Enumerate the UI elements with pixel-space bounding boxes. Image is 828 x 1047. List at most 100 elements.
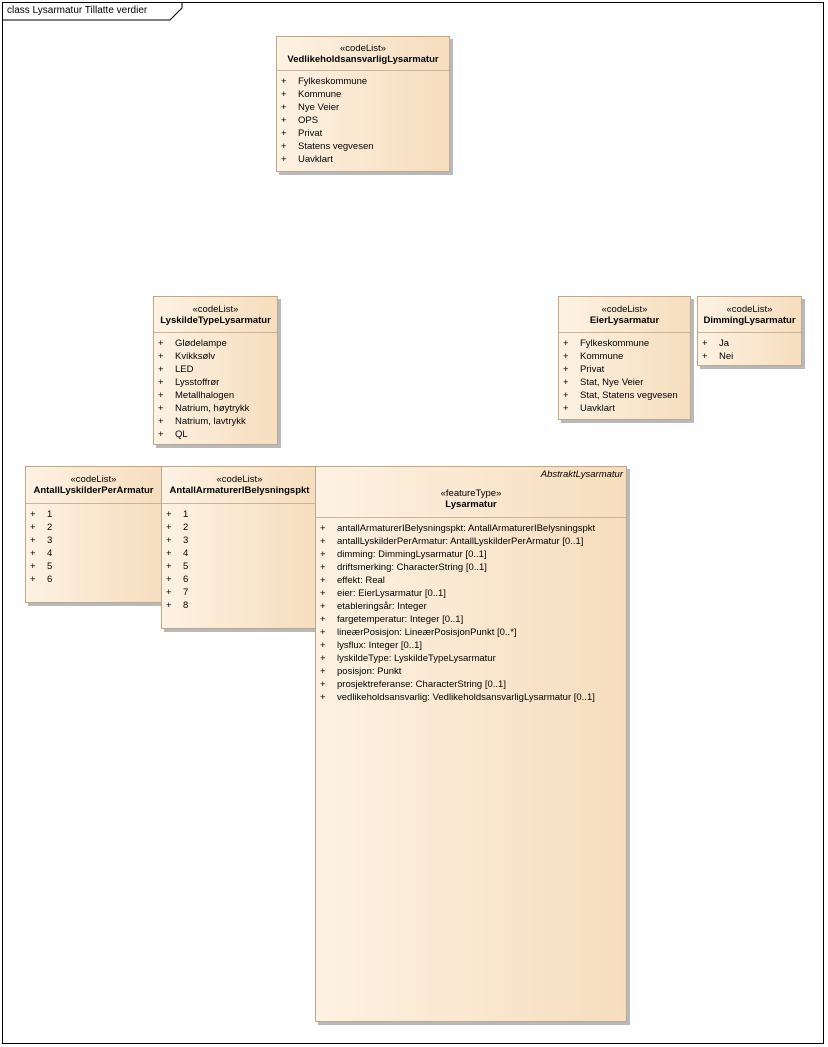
attribute-row: +Uavklart [559, 402, 690, 415]
attribute-row: +4 [26, 547, 161, 560]
class-name: AntallLyskilderPerArmatur [33, 485, 154, 496]
visibility-marker: + [320, 536, 326, 547]
attribute-text: etableringsår: Integer [337, 601, 427, 612]
attribute-row: +Glødelampe [154, 337, 277, 350]
value-list: +Ja+Nei [698, 333, 801, 363]
visibility-marker: + [320, 575, 326, 586]
attribute-row: +4 [162, 547, 317, 560]
visibility-marker: + [702, 351, 708, 362]
stereotype-label: «featureType» [440, 488, 502, 499]
class-header: AbstraktLysarmatur «featureType» Lysarma… [316, 467, 626, 518]
attribute-text: OPS [298, 115, 319, 126]
class-lysarmatur[interactable]: AbstraktLysarmatur «featureType» Lysarma… [315, 466, 627, 1022]
visibility-marker: + [320, 614, 326, 625]
attribute-text: 2 [47, 522, 53, 533]
attribute-text: eier: EierLysarmatur [0..1] [337, 588, 446, 599]
attribute-row: +5 [162, 560, 317, 573]
attribute-row: +Uavklart [277, 153, 449, 166]
value-list: +Fylkeskommune+Kommune+Nye Veier+OPS+Pri… [277, 71, 449, 166]
class-header: «codeList» AntallLyskilderPerArmatur [26, 467, 161, 504]
visibility-marker: + [281, 76, 287, 87]
visibility-marker: + [158, 403, 164, 414]
attribute-row: + Stat, Nye Veier [559, 376, 690, 389]
visibility-marker: + [166, 535, 172, 546]
value-list: +Fylkeskommune+Kommune+Privat+Stat, Nye … [559, 333, 690, 415]
attribute-row: +driftsmerking: CharacterString [0..1] [316, 561, 626, 574]
visibility-marker: + [281, 89, 287, 100]
attribute-text: Stat, Nye Veier [580, 377, 644, 388]
attribute-text: 3 [47, 535, 53, 546]
stereotype-label: «codeList» [70, 474, 117, 485]
attribute-row: +Statens vegvesen [277, 140, 449, 153]
attribute-row: +Ja [698, 337, 801, 350]
attribute-text: Kommune [580, 351, 624, 362]
attribute-text: 4 [183, 548, 189, 559]
stereotype-label: «codeList» [192, 304, 239, 315]
attribute-row: +Privat [559, 363, 690, 376]
attribute-text: Uavklart [580, 403, 615, 414]
attribute-text: 4 [47, 548, 53, 559]
class-antall-lyskilder-per-armatur[interactable]: «codeList» AntallLyskilderPerArmatur +1+… [25, 466, 162, 603]
generalization-label: AbstraktLysarmatur [540, 469, 623, 480]
attribute-row: +6 [26, 573, 161, 586]
attribute-row: +dimming: DimmingLysarmatur [0..1] [316, 548, 626, 561]
attribute-row: +3 [162, 534, 317, 547]
class-eier-lysarmatur[interactable]: «codeList» EierLysarmatur +Fylkeskommune… [558, 296, 691, 420]
attribute-text: 5 [47, 561, 53, 572]
attribute-text: 1 [47, 509, 53, 520]
attribute-text: Metallhalogen [175, 390, 235, 401]
attribute-row: +2 [26, 521, 161, 534]
visibility-marker: + [166, 587, 172, 598]
class-name: DimmingLysarmatur [703, 315, 796, 326]
attribute-row: +Natrium, høytrykk [154, 402, 277, 415]
attribute-text: prosjektreferanse: CharacterString [0..1… [337, 679, 506, 690]
attribute-row: + Fylkeskommune [277, 75, 449, 88]
stereotype-label: «codeList» [726, 304, 773, 315]
attribute-text: 5 [183, 561, 189, 572]
visibility-marker: + [563, 390, 569, 401]
value-list: +Glødelampe+Kvikksølv+LED+Lysstoffrør+Me… [154, 333, 277, 441]
class-antall-armaturer-i-belysningspkt[interactable]: «codeList» AntallArmaturerIBelysningspkt… [161, 466, 318, 629]
attribute-row: +Stat, Statens vegvesen [559, 389, 690, 402]
attribute-text: Lysstoffrør [175, 377, 220, 388]
value-list: +1+2+3+4+5+6+7+8 [162, 504, 317, 612]
class-name: EierLysarmatur [589, 315, 660, 326]
attribute-row: + prosjektreferanse: CharacterString [0..… [316, 678, 626, 691]
visibility-marker: + [281, 154, 287, 165]
visibility-marker: + [281, 141, 287, 152]
class-vedlikeholdsansvarlig-lysarmatur[interactable]: «codeList» VedlikeholdsansvarligLysarmat… [276, 36, 450, 172]
attribute-row: +lyskildeType: LyskildeTypeLysarmatur [316, 652, 626, 665]
stereotype-label: «codeList» [216, 474, 263, 485]
visibility-marker: + [158, 429, 164, 440]
visibility-marker: + [563, 351, 569, 362]
attribute-text: 2 [183, 522, 189, 533]
visibility-marker: + [563, 364, 569, 375]
attribute-row: +5 [26, 560, 161, 573]
attribute-text: 7 [183, 587, 189, 598]
visibility-marker: + [158, 351, 164, 362]
attribute-text: lyskildeType: LyskildeTypeLysarmatur [337, 653, 496, 664]
attribute-row: +fargetemperatur: Integer [0..1] [316, 613, 626, 626]
visibility-marker: + [320, 679, 326, 690]
class-header: «codeList» VedlikeholdsansvarligLysarmat… [277, 37, 449, 71]
class-dimming-lysarmatur[interactable]: «codeList» DimmingLysarmatur +Ja+Nei [697, 296, 802, 366]
visibility-marker: + [158, 416, 164, 427]
class-lyskildetype-lysarmatur[interactable]: «codeList» LyskildeTypeLysarmatur +Gløde… [153, 296, 278, 445]
attribute-row: +8 [162, 599, 317, 612]
attribute-row: +antallLyskilderPerArmatur: AntallLyskil… [316, 535, 626, 548]
visibility-marker: + [166, 548, 172, 559]
attribute-row: +OPS [277, 114, 449, 127]
attribute-text: 6 [183, 574, 189, 585]
attribute-text: Fylkeskommune [298, 76, 368, 87]
attribute-text: posisjon: Punkt [337, 666, 402, 677]
visibility-marker: + [30, 509, 36, 520]
attribute-text: lysflux: Integer [0..1] [337, 640, 423, 651]
frame-title: class Lysarmatur Tillatte verdier [7, 5, 148, 16]
visibility-marker: + [563, 377, 569, 388]
visibility-marker: + [158, 338, 164, 349]
attribute-row: +etableringsår: Integer [316, 600, 626, 613]
value-list: +1+2+3+4+5+6 [26, 504, 161, 586]
class-name: LyskildeTypeLysarmatur [160, 315, 271, 326]
visibility-marker: + [158, 364, 164, 375]
